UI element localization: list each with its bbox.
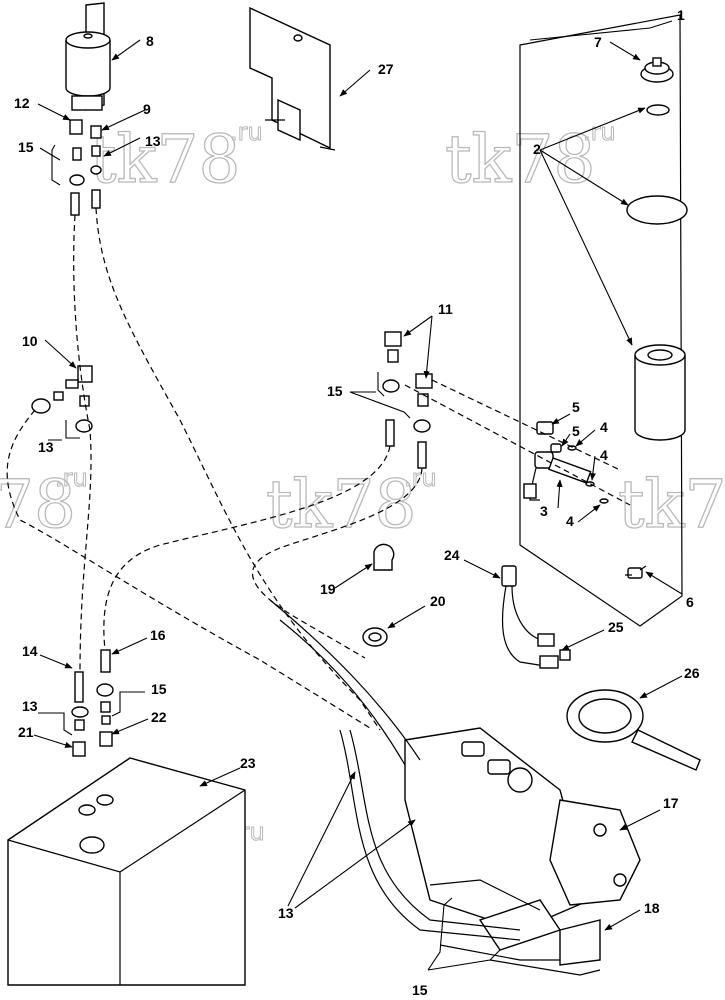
fittings-left-top [69,119,102,216]
callout-13: 13 [145,133,161,149]
leader-lines [33,20,683,971]
filter-kit-panel [519,14,683,627]
callout-15: 15 [412,982,428,998]
callout-10: 10 [22,333,38,349]
callout-15: 15 [151,681,167,697]
callout-14: 14 [22,643,38,659]
filter-wrench [566,689,701,771]
callout-15: 15 [18,139,34,155]
water-sensor [523,451,592,501]
mounting-bracket [249,6,336,151]
callout-1: 1 [677,7,685,23]
callout-4: 4 [566,513,574,529]
callout-26: 26 [684,665,700,681]
callout-11: 11 [438,301,453,317]
callout-13: 13 [22,698,38,714]
callout-17: 17 [663,795,679,811]
callout-18: 18 [644,900,660,916]
watermark-text: tk78 [266,466,417,543]
callout-12: 12 [14,95,30,111]
watermark-text: tk78 [90,121,241,198]
callout-5: 5 [572,399,580,415]
callout-21: 21 [18,724,34,740]
callout-24: 24 [444,547,460,563]
o-ring-4 [567,445,609,504]
callout-6: 6 [686,594,694,610]
grommet [362,627,388,647]
callout-5: 5 [572,423,580,439]
fuel-lines [6,207,631,961]
callout-2: 2 [533,141,541,157]
callout-13: 13 [38,439,54,455]
drain-valve [625,565,647,579]
tee-fitting [31,365,93,433]
callout-27: 27 [378,61,394,77]
watermark-text: tk7 [618,466,725,543]
callout-4: 4 [600,447,608,463]
callout-8: 8 [146,33,154,49]
callout-numbers: 1 2 3 4 4 4 5 5 6 7 8 9 10 11 12 13 13 1… [14,7,700,998]
tank-fittings [71,649,114,757]
hose-clip [373,543,395,571]
callout-20: 20 [430,593,446,609]
o-ring-large [626,195,688,225]
callout-3: 3 [540,503,548,519]
callout-15: 15 [327,383,343,399]
watermark-suffix: .ru [55,464,88,492]
callout-7: 7 [594,34,602,50]
callout-25: 25 [608,619,624,635]
wiring-harness [501,565,571,669]
callout-4: 4 [600,419,608,435]
injection-pump [404,727,641,976]
elbow-fittings [382,331,433,469]
callout-19: 19 [320,581,336,597]
filler-cap [640,57,674,83]
fitting-5 [536,421,562,453]
o-ring-small [646,104,670,116]
callout-23: 23 [240,755,256,771]
callout-16: 16 [150,627,166,643]
fuel-filter [65,2,111,111]
watermark-suffix: .ru [230,118,263,146]
callout-13: 13 [278,905,294,921]
fuel-tank [7,757,246,986]
callout-22: 22 [151,709,167,725]
callout-9: 9 [143,101,151,117]
filter-element [634,344,686,441]
